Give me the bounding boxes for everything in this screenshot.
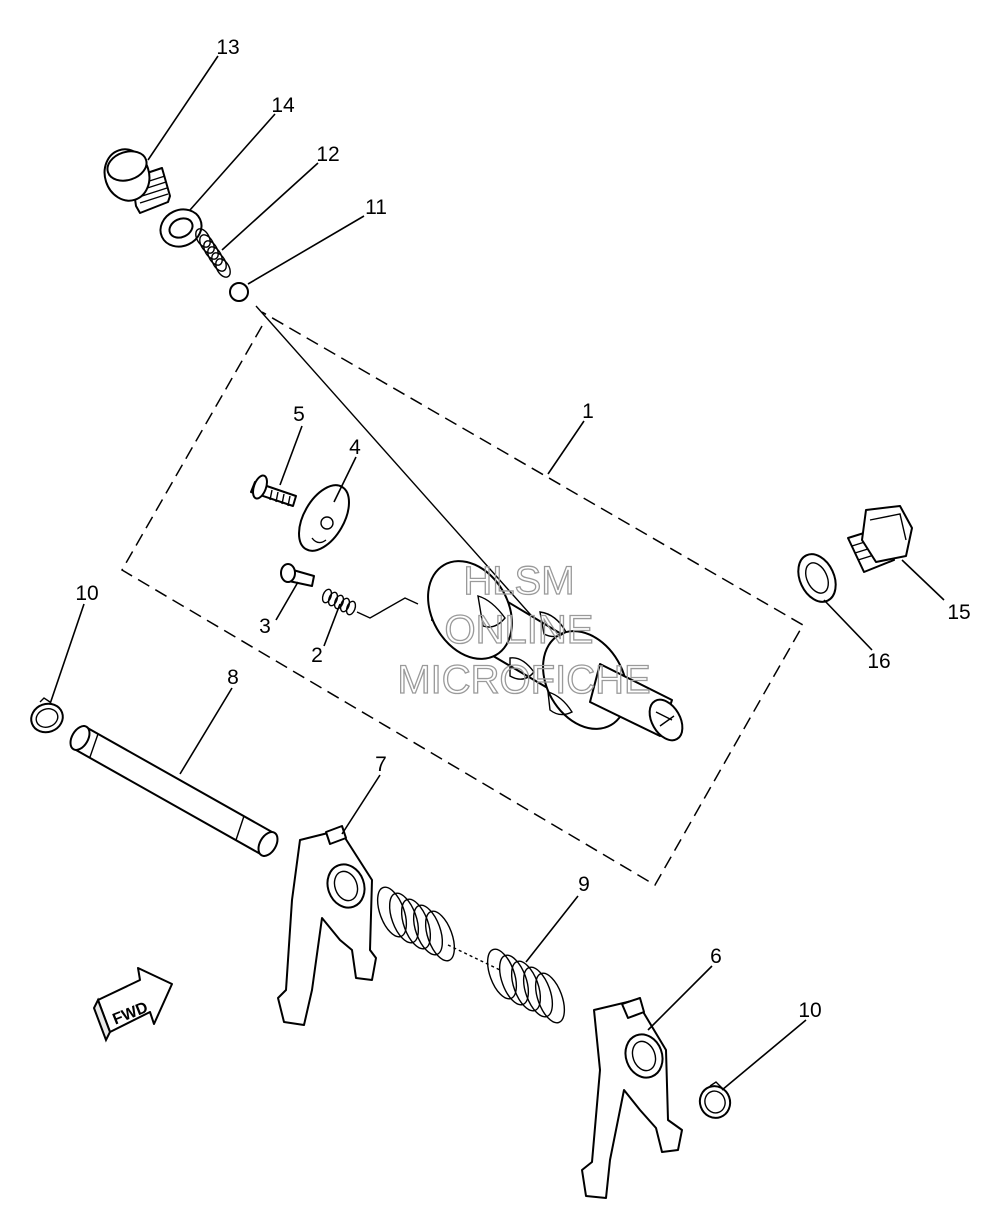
watermark: HLSM ONLINE MICROFICHE: [397, 558, 652, 702]
callout-6: 6: [710, 945, 722, 968]
part-10-circlip-left: [30, 697, 64, 734]
callout-8: 8: [227, 666, 239, 689]
callout-15: 15: [947, 601, 970, 624]
part-4-plate: [298, 484, 350, 552]
callout-10-left: 10: [75, 582, 98, 605]
callout-2: 2: [311, 644, 323, 667]
part-13-plug: [103, 148, 171, 214]
part-3-pin: [280, 563, 315, 587]
callout-1: 1: [582, 400, 594, 423]
part-14-washer: [159, 208, 203, 248]
part-15-plug: [847, 505, 913, 573]
watermark-line-3: MICROFICHE: [397, 658, 650, 702]
part-9-spring: [376, 886, 566, 1024]
callout-4: 4: [349, 436, 361, 459]
callout-leaders: [49, 55, 945, 1091]
part-6-shift-fork: [581, 997, 683, 1199]
callout-11: 11: [365, 196, 387, 219]
callout-13: 13: [216, 36, 239, 59]
part-11-ball: [229, 282, 249, 302]
callout-14: 14: [271, 94, 295, 117]
part-5-screw: [250, 474, 297, 507]
watermark-line-1: HLSM: [463, 559, 574, 603]
callout-16: 16: [867, 650, 890, 673]
part-8-shaft: [69, 725, 279, 857]
part-16-washer: [797, 553, 837, 603]
callout-10-right: 10: [798, 999, 821, 1022]
callout-7: 7: [375, 753, 387, 776]
assembly-boundary: [120, 311, 805, 887]
watermark-line-2: ONLINE: [445, 608, 594, 652]
callout-3: 3: [259, 615, 271, 638]
callout-5: 5: [293, 403, 305, 426]
fwd-arrow: FWD: [92, 967, 173, 1043]
part-2-link-line: [356, 597, 419, 619]
part-12-spring: [195, 228, 231, 278]
callout-labels: 13 14 12 11 1 5 4 3 2 10 8 7 9 6 10 15 1…: [75, 36, 970, 1022]
ball-to-drum-line: [255, 305, 579, 669]
part-10-circlip-right: [698, 1081, 732, 1119]
callout-9: 9: [578, 873, 590, 896]
part-7-shift-fork: [277, 825, 377, 1026]
callout-12: 12: [316, 143, 339, 166]
part-2-spring: [321, 588, 357, 616]
part-1-shift-drum: [427, 560, 684, 742]
